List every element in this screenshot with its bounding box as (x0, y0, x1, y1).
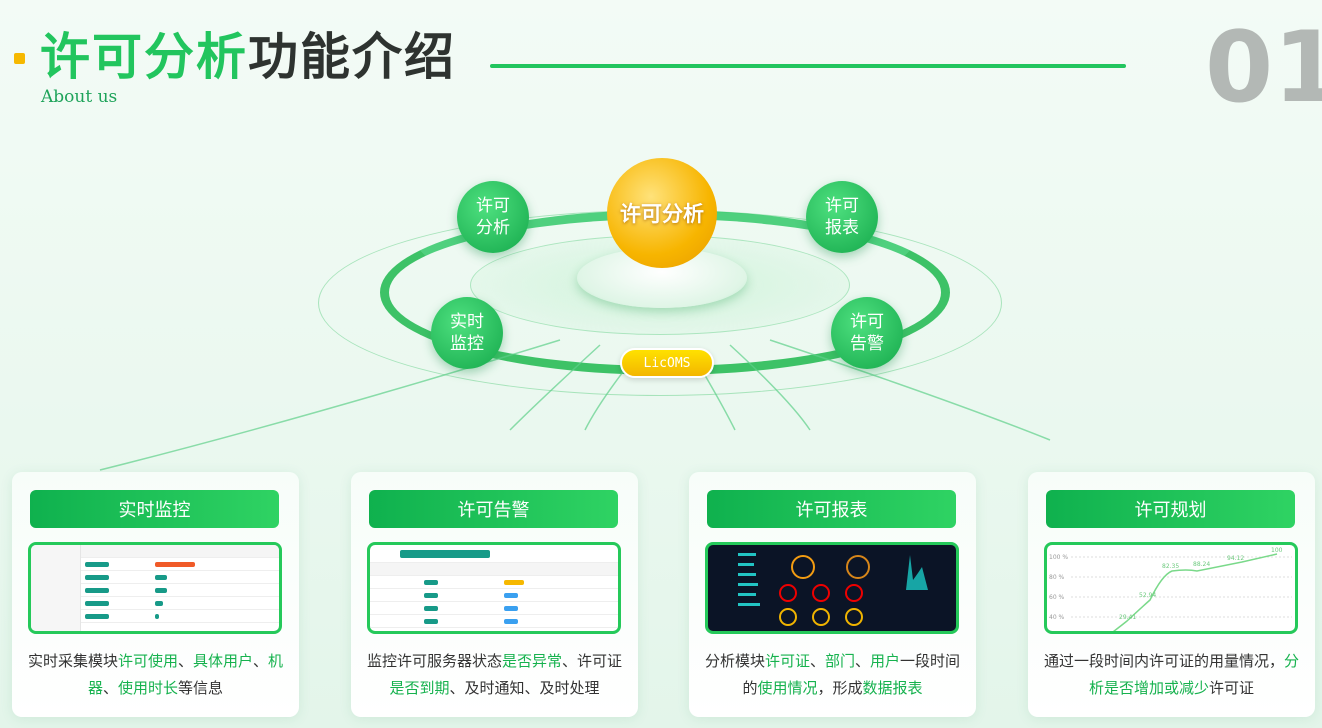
page-subtitle: About us (41, 87, 118, 107)
card-description: 实时采集模块许可使用、具体用户、机器、使用时长等信息 (22, 648, 289, 702)
connector-line (509, 344, 601, 431)
monitor-screenshot (28, 542, 282, 634)
page-title: 许可分析功能介绍 (40, 32, 456, 82)
highlight-text: 使用时长 (118, 679, 179, 697)
highlight-text: 机器 (87, 652, 284, 697)
highlight-text: 用户 (870, 652, 901, 670)
node-realtime-monitor[interactable]: 实时 监控 (431, 297, 503, 369)
title-rest: 功能介绍 (248, 28, 456, 86)
point-label: 29.41 (1119, 614, 1136, 621)
description-text: ，形成 (817, 679, 863, 697)
node-license-alert[interactable]: 许可 告警 (831, 297, 903, 369)
point-label: 94.12 (1227, 555, 1244, 562)
highlight-text: 许可使用 (117, 652, 178, 670)
highlight-text: 是否到期 (389, 679, 450, 697)
description-text: 、 (102, 679, 118, 697)
card-realtime-monitor: 实时监控 实时采集模块许可使用、具体用户、机器、使用时长等信息 (12, 472, 299, 717)
node-license-analysis[interactable]: 许可 分析 (457, 181, 529, 253)
title-highlight: 许可分析 (40, 28, 248, 86)
dashboard-graphic (738, 553, 943, 626)
title-bullet (14, 53, 25, 64)
description-text: 等信息 (178, 679, 224, 697)
center-orb: 许可分析 (607, 158, 717, 268)
node-license-report[interactable]: 许可 报表 (806, 181, 878, 253)
licoms-badge: LicOMS (620, 348, 714, 378)
card-title[interactable]: 许可报表 (707, 490, 956, 528)
y-tick: 80 % (1049, 574, 1065, 581)
highlight-text: 许可证 (764, 652, 810, 670)
card-license-alert: 许可告警 监控许可服务器状态是否异常、许可证是否到期、及时通知、及时处理 (351, 472, 638, 717)
card-description: 分析模块许可证、部门、用户一段时间的使用情况，形成数据报表 (699, 648, 966, 702)
y-tick: 40 % (1049, 614, 1065, 621)
card-license-report: 许可报表 分析模块许可证、部门、用户一段时间的使用情况，形成数据报表 (689, 472, 976, 717)
title-divider (490, 64, 1126, 68)
description-text: 、许可证 (562, 652, 623, 670)
description-text: 实时采集模块 (27, 652, 118, 670)
highlight-text: 分析是否增加或减少 (1088, 652, 1300, 697)
highlight-text: 使用情况 (757, 679, 818, 697)
description-text: 、及时通知、及时处理 (449, 679, 600, 697)
connector-line (769, 339, 1051, 441)
report-dashboard-screenshot (705, 542, 959, 634)
description-text: 、 (809, 652, 825, 670)
description-text: 监控许可服务器状态 (366, 652, 502, 670)
y-tick: 60 % (1049, 594, 1065, 601)
planning-chart: 100 % 80 % 60 % 40 % 29.41 52.94 82.35 8… (1049, 547, 1292, 631)
description-text: 许可证 (1209, 679, 1255, 697)
description-text: 一段时间的 (742, 652, 961, 697)
highlight-text: 数据报表 (862, 679, 923, 697)
connector-line (99, 339, 561, 471)
usage-line (1112, 553, 1278, 631)
description-text: 、 (855, 652, 871, 670)
description-text: 分析模块 (704, 652, 765, 670)
card-license-planning: 许可规划 100 % 80 % 60 % 40 % 29.41 52.94 82… (1028, 472, 1315, 717)
card-title[interactable]: 许可告警 (369, 490, 618, 528)
description-text: 通过一段时间内许可证的用量情况， (1043, 652, 1284, 670)
card-description: 通过一段时间内许可证的用量情况，分析是否增加或减少许可证 (1038, 648, 1305, 702)
connector-line (729, 344, 811, 431)
section-number: 01 (1205, 11, 1322, 125)
highlight-text: 具体用户 (193, 652, 254, 670)
point-label: 100 (1271, 547, 1283, 554)
point-label: 52.94 (1139, 592, 1156, 599)
card-description: 监控许可服务器状态是否异常、许可证是否到期、及时通知、及时处理 (361, 648, 628, 702)
card-title[interactable]: 实时监控 (30, 490, 279, 528)
point-label: 88.24 (1193, 561, 1210, 568)
y-tick: 100 % (1049, 554, 1068, 561)
alert-screenshot (367, 542, 621, 634)
highlight-text: 部门 (824, 652, 855, 670)
description-text: 、 (177, 652, 193, 670)
highlight-text: 是否异常 (501, 652, 562, 670)
point-label: 82.35 (1162, 563, 1179, 570)
card-title[interactable]: 许可规划 (1046, 490, 1295, 528)
planning-chart-screenshot: 100 % 80 % 60 % 40 % 29.41 52.94 82.35 8… (1044, 542, 1298, 634)
description-text: 、 (253, 652, 269, 670)
